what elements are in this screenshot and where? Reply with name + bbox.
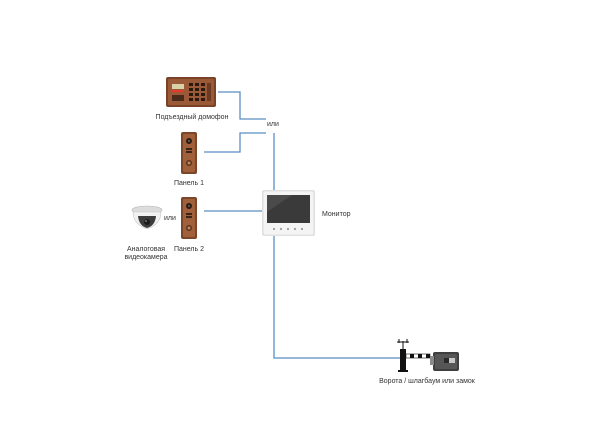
monitor-icon <box>262 190 315 236</box>
dome-camera-icon <box>131 205 163 230</box>
camera-label-line1: Аналоговая <box>126 246 166 253</box>
entrance-intercom-label: Подъездный домофон <box>155 114 229 121</box>
wires <box>204 91 400 359</box>
wire-intercom <box>218 91 266 120</box>
panel2-icon <box>181 197 197 239</box>
gate-label: Ворота / шлагбаум или замок <box>379 378 475 385</box>
monitor-label: Монитор <box>322 211 351 218</box>
or-label-camera: или <box>164 215 176 222</box>
camera-label-line2: видеокамера <box>124 254 168 261</box>
entrance-intercom-icon <box>166 77 216 107</box>
panel1-icon <box>181 132 197 174</box>
panel2-label: Панель 2 <box>173 246 205 253</box>
wire-monitor-to-gate <box>273 236 400 359</box>
panel1-label: Панель 1 <box>173 180 205 187</box>
wire-panel1 <box>204 132 266 153</box>
or-label-top: или <box>267 121 279 128</box>
barrier-gate-icon <box>397 339 431 372</box>
electric-lock-icon <box>430 352 459 371</box>
